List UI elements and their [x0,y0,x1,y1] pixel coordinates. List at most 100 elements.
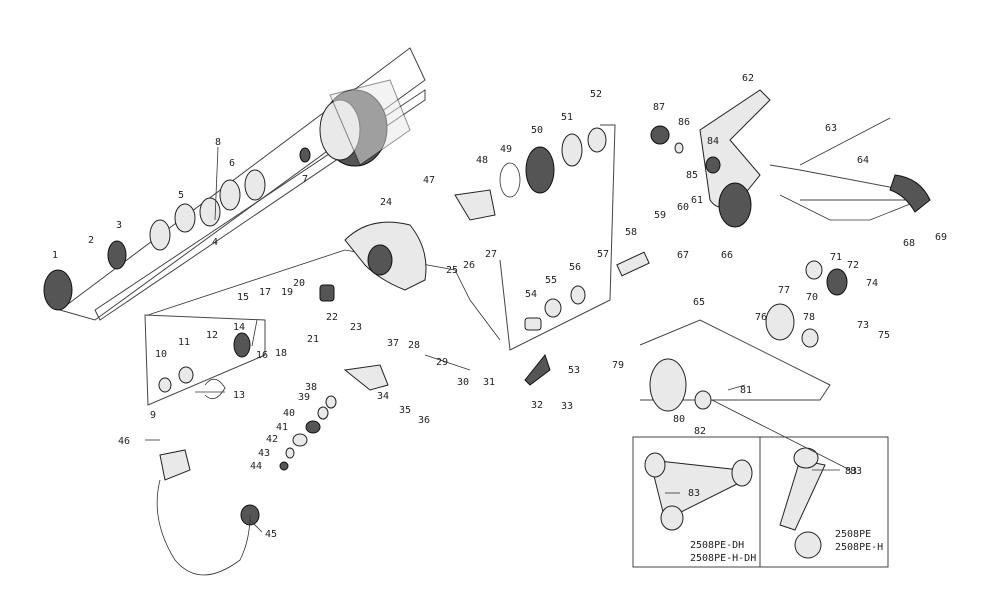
bail-wire [156,479,251,576]
part-label-8: 8 [215,137,221,148]
part-label-63: 63 [825,123,837,134]
part-label-35: 35 [399,405,411,416]
shaft-63 [799,117,891,166]
part-label-12: 12 [206,330,218,341]
part-label-5: 5 [178,190,184,201]
ring-41 [305,420,321,434]
part-label-33: 33 [561,401,573,412]
ring-51 [561,133,583,167]
part-label-47: 47 [423,175,435,186]
leader-lines [145,146,851,533]
part-label-77: 77 [778,285,790,296]
part-label-73: 73 [857,320,869,331]
gear-77 [765,303,795,341]
bail-arm-68 [889,174,931,213]
part-label-52: 52 [590,89,602,100]
washer-82 [694,390,712,410]
part-label-56: 56 [569,262,581,273]
bearing-56 [570,285,586,305]
part-label-41: 41 [276,422,288,433]
washer-6 [219,179,241,211]
part-label-46: 46 [118,436,130,447]
part-label-68: 68 [903,238,915,249]
part-label-57: 57 [597,249,609,260]
part-label-64: 64 [857,155,869,166]
part-label-85: 85 [686,170,698,181]
part-label-2: 2 [88,235,94,246]
nut-7 [299,147,311,163]
part-label-28: 28 [408,340,420,351]
handle-knob-right [731,459,753,487]
part-label-3: 3 [116,220,122,231]
part-label-27: 27 [485,249,497,260]
part-label-84: 84 [707,136,719,147]
handle-knob-left-top [644,452,666,478]
part-label-14: 14 [233,322,245,333]
part-labels: 1234567891011121314151617181920212223242… [52,73,947,540]
spool-group-frame-inner [94,89,426,321]
spool-skirt [329,79,411,166]
part-label-60: 60 [677,202,689,213]
part-label-18: 18 [275,348,287,359]
part-label-54: 54 [525,289,537,300]
part-label-61: 61 [691,195,703,206]
part-label-32: 32 [531,400,543,411]
part-label-69: 69 [935,232,947,243]
part-label-70: 70 [806,292,818,303]
inset-right-label: 83 [845,466,857,477]
part-label-71: 71 [830,252,842,263]
part-label-23: 23 [350,322,362,333]
part-label-26: 26 [463,260,475,271]
part-label-4: 4 [212,237,218,248]
bail-group-frame [769,164,906,201]
inset-right-model-2: 2508PE-H [835,542,883,553]
inset-left-label: 83 [688,488,700,499]
rotor-plate-24 [454,189,496,221]
part-label-80: 80 [673,414,685,425]
handle-group-frame [639,319,831,401]
part-label-36: 36 [418,415,430,426]
part-label-87: 87 [653,102,665,113]
part-label-42: 42 [266,434,278,445]
part-label-6: 6 [229,158,235,169]
part-label-37: 37 [387,338,399,349]
part-label-22: 22 [326,312,338,323]
washer-11 [178,366,194,384]
part-label-13: 13 [233,390,245,401]
part-label-86: 86 [678,117,690,128]
part-label-75: 75 [878,330,890,341]
part-label-31: 31 [483,377,495,388]
washer-40 [317,406,329,420]
washer-4 [199,197,221,227]
rotor-group-lines [779,194,921,221]
part-label-74: 74 [866,278,878,289]
handle-knob-single-top [793,447,819,469]
washer-10 [158,377,172,393]
body-cover-80 [649,358,687,412]
bearing-52 [587,127,607,153]
pinion-58 [616,251,650,277]
part-label-58: 58 [625,227,637,238]
spool-gear [107,240,127,270]
part-label-62: 62 [742,73,754,84]
part-label-21: 21 [307,334,319,345]
right-group-frame [499,124,616,351]
part-label-16: 16 [256,350,268,361]
washer-5 [174,203,196,233]
part-label-25: 25 [446,265,458,276]
handle-knob-single-bottom [794,531,822,559]
part-label-66: 66 [721,250,733,261]
inset-right-model-1: 2508PE [835,529,871,540]
part-label-76: 76 [755,312,767,323]
gear-71 [826,268,848,296]
part-label-59: 59 [654,210,666,221]
ring-55 [544,298,562,318]
part-label-78: 78 [803,312,815,323]
part-label-65: 65 [693,297,705,308]
drag-knob [43,269,73,311]
gear-16 [233,332,251,358]
ring-50 [525,146,555,194]
bearing-78 [801,328,819,348]
part-label-39: 39 [298,392,310,403]
bearing-85 [705,156,721,174]
